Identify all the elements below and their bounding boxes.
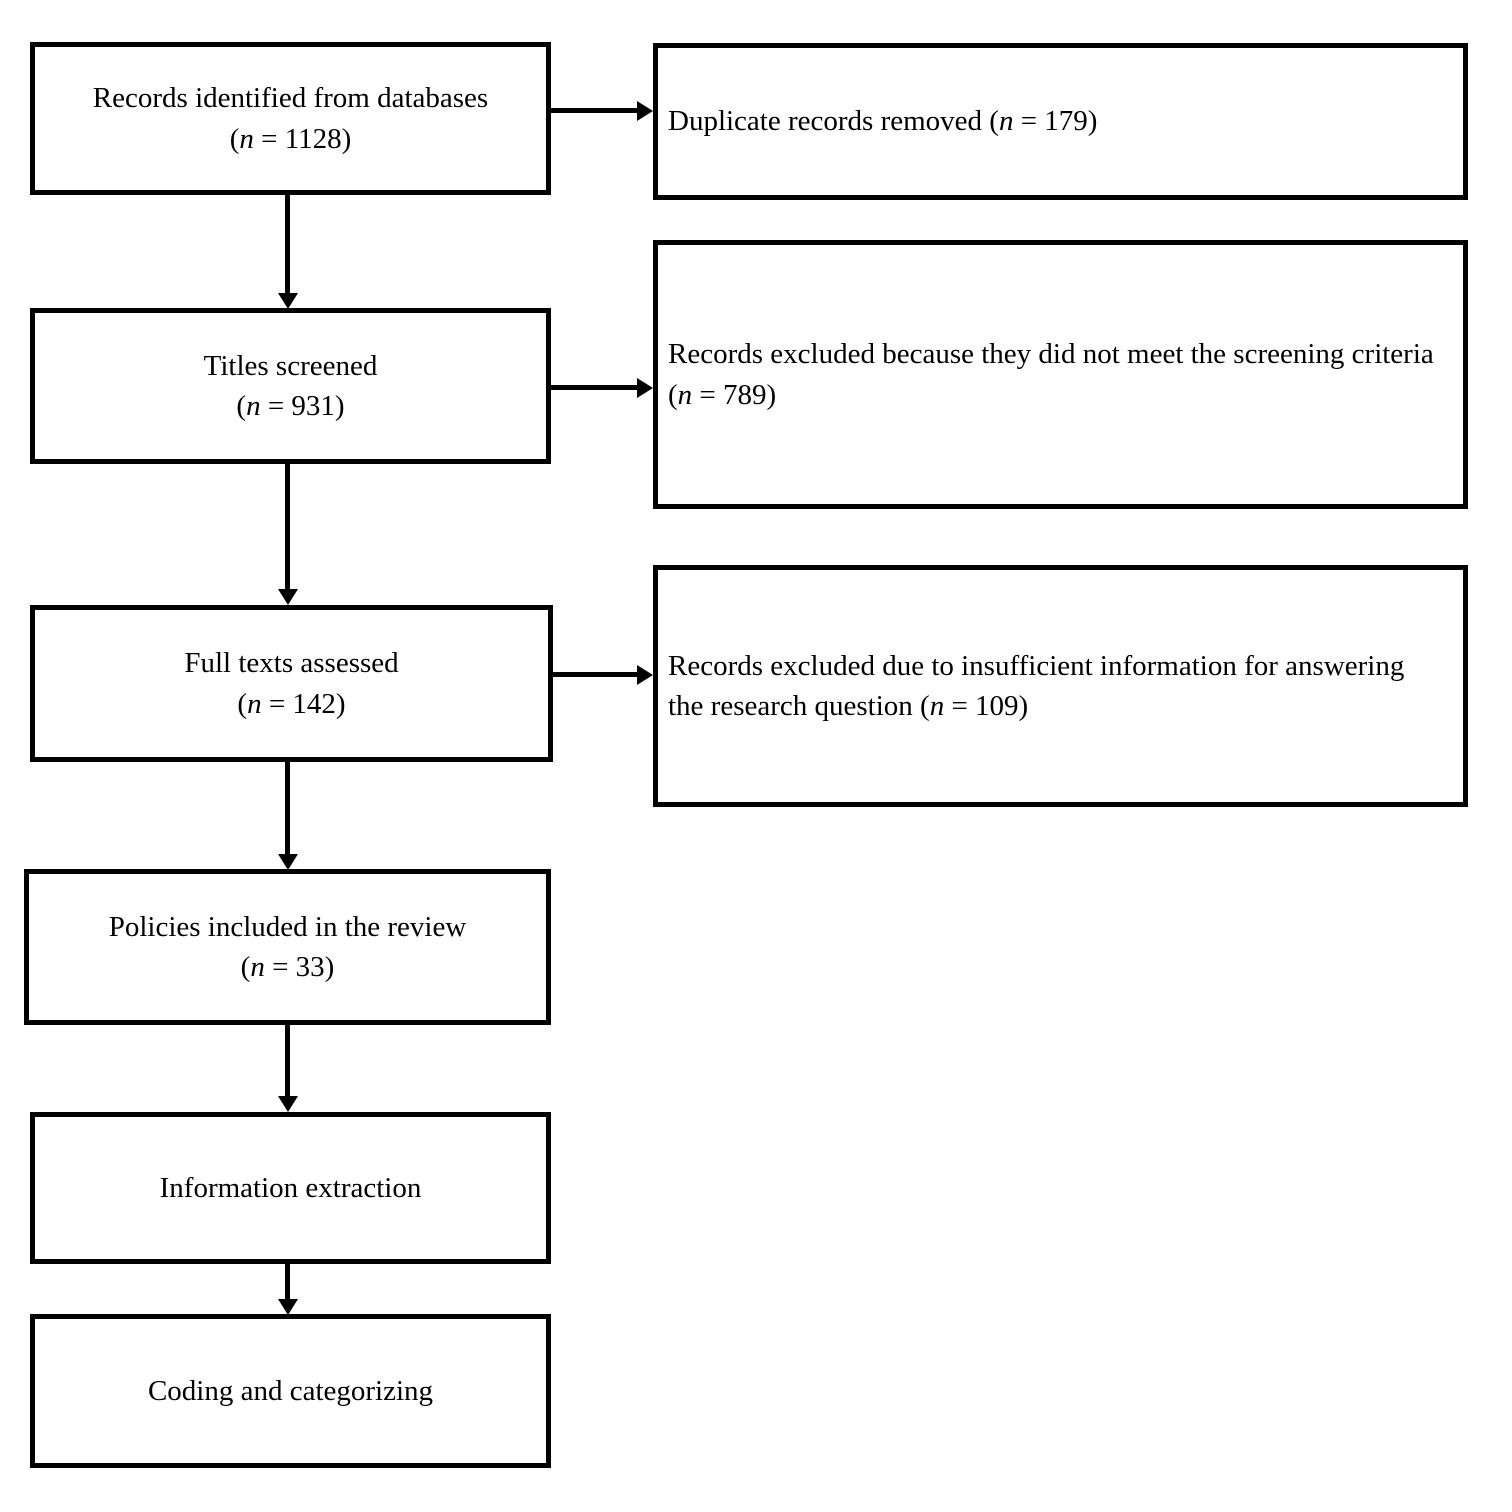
box-full-texts-assessed: Full texts assessed (n = 142) — [30, 605, 553, 762]
box-text: Records excluded because they did not me… — [668, 338, 1434, 411]
box-text: Records excluded due to insufficient inf… — [668, 649, 1405, 722]
box-count: (n = 1128) — [229, 122, 352, 155]
arrow-down-identified-to-screened — [285, 193, 290, 294]
n-symbol: n — [239, 122, 254, 155]
n-symbol: n — [250, 951, 265, 983]
box-count: (n = 142) — [237, 687, 346, 720]
box-text: Duplicate records removed (n = 179) — [668, 105, 1098, 138]
box-count: (n = 33) — [240, 951, 335, 983]
box-title: Policies included in the review — [108, 910, 467, 943]
box-title: Information extraction — [159, 1171, 422, 1204]
box-coding-categorizing: Coding and categorizing — [30, 1314, 551, 1468]
box-excluded-insufficient-information: Records excluded due to insufficient inf… — [653, 565, 1468, 807]
box-duplicates-removed: Duplicate records removed (n = 179) — [653, 43, 1468, 200]
arrow-down-fulltexts-to-policies — [285, 760, 290, 855]
box-title: Coding and categorizing — [147, 1374, 434, 1407]
n-symbol: n — [677, 378, 693, 411]
box-count: (n = 931) — [236, 390, 345, 422]
arrow-down-extraction-to-coding — [285, 1262, 290, 1300]
arrow-right-screened-to-excluded — [549, 385, 638, 390]
n-symbol: n — [246, 390, 261, 422]
arrow-right-fulltexts-to-excluded — [551, 672, 638, 677]
n-symbol: n — [929, 690, 945, 722]
box-titles-screened: Titles screened (n = 931) — [30, 308, 551, 464]
n-symbol: n — [998, 105, 1014, 138]
n-symbol: n — [247, 687, 262, 720]
box-policies-included: Policies included in the review (n = 33) — [24, 869, 551, 1025]
box-excluded-screening-criteria: Records excluded because they did not me… — [653, 240, 1468, 509]
arrow-right-identified-to-duplicates — [549, 108, 638, 113]
box-title: Titles screened — [203, 349, 378, 382]
box-title: Full texts assessed — [184, 647, 399, 680]
box-title: Records identified from databases — [92, 82, 489, 115]
box-records-identified: Records identified from databases (n = 1… — [30, 42, 551, 195]
arrow-down-screened-to-fulltexts — [285, 462, 290, 590]
box-information-extraction: Information extraction — [30, 1112, 551, 1264]
arrow-down-policies-to-extraction — [285, 1023, 290, 1097]
